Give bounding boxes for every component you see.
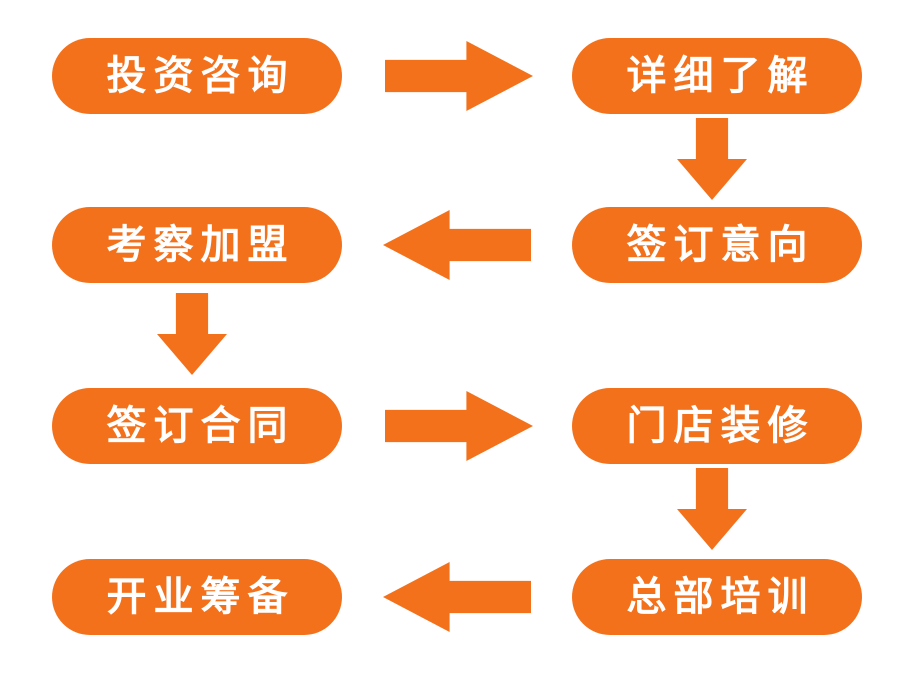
flow-step-label: 签订意向 [626, 223, 815, 267]
flow-step-label: 签订合同 [106, 404, 295, 448]
flow-step-sign-intention: 签订意向 [572, 207, 862, 283]
flow-step-label: 门店装修 [626, 404, 815, 448]
flow-step-sign-contract: 签订合同 [52, 388, 342, 464]
arrow-left-icon [383, 210, 531, 280]
arrow-down-icon [677, 118, 747, 200]
flow-step-hq-training: 总部培训 [572, 559, 862, 635]
flow-step-label: 详细了解 [626, 54, 815, 98]
flow-step-label: 考察加盟 [106, 223, 295, 267]
flow-step-detailed-understanding: 详细了解 [572, 38, 862, 114]
arrow-right-icon [385, 41, 533, 111]
arrow-down-icon [677, 468, 747, 550]
flow-step-opening-preparation: 开业筹备 [52, 559, 342, 635]
arrow-right-icon [385, 391, 533, 461]
flow-step-inspect-franchise: 考察加盟 [52, 207, 342, 283]
arrow-down-icon [157, 293, 227, 375]
arrow-left-icon [383, 562, 531, 632]
flow-step-label: 开业筹备 [106, 575, 295, 619]
flow-step-label: 总部培训 [626, 575, 815, 619]
flow-step-store-decoration: 门店装修 [572, 388, 862, 464]
flow-step-investment-consult: 投资咨询 [52, 38, 342, 114]
flow-step-label: 投资咨询 [106, 54, 295, 98]
